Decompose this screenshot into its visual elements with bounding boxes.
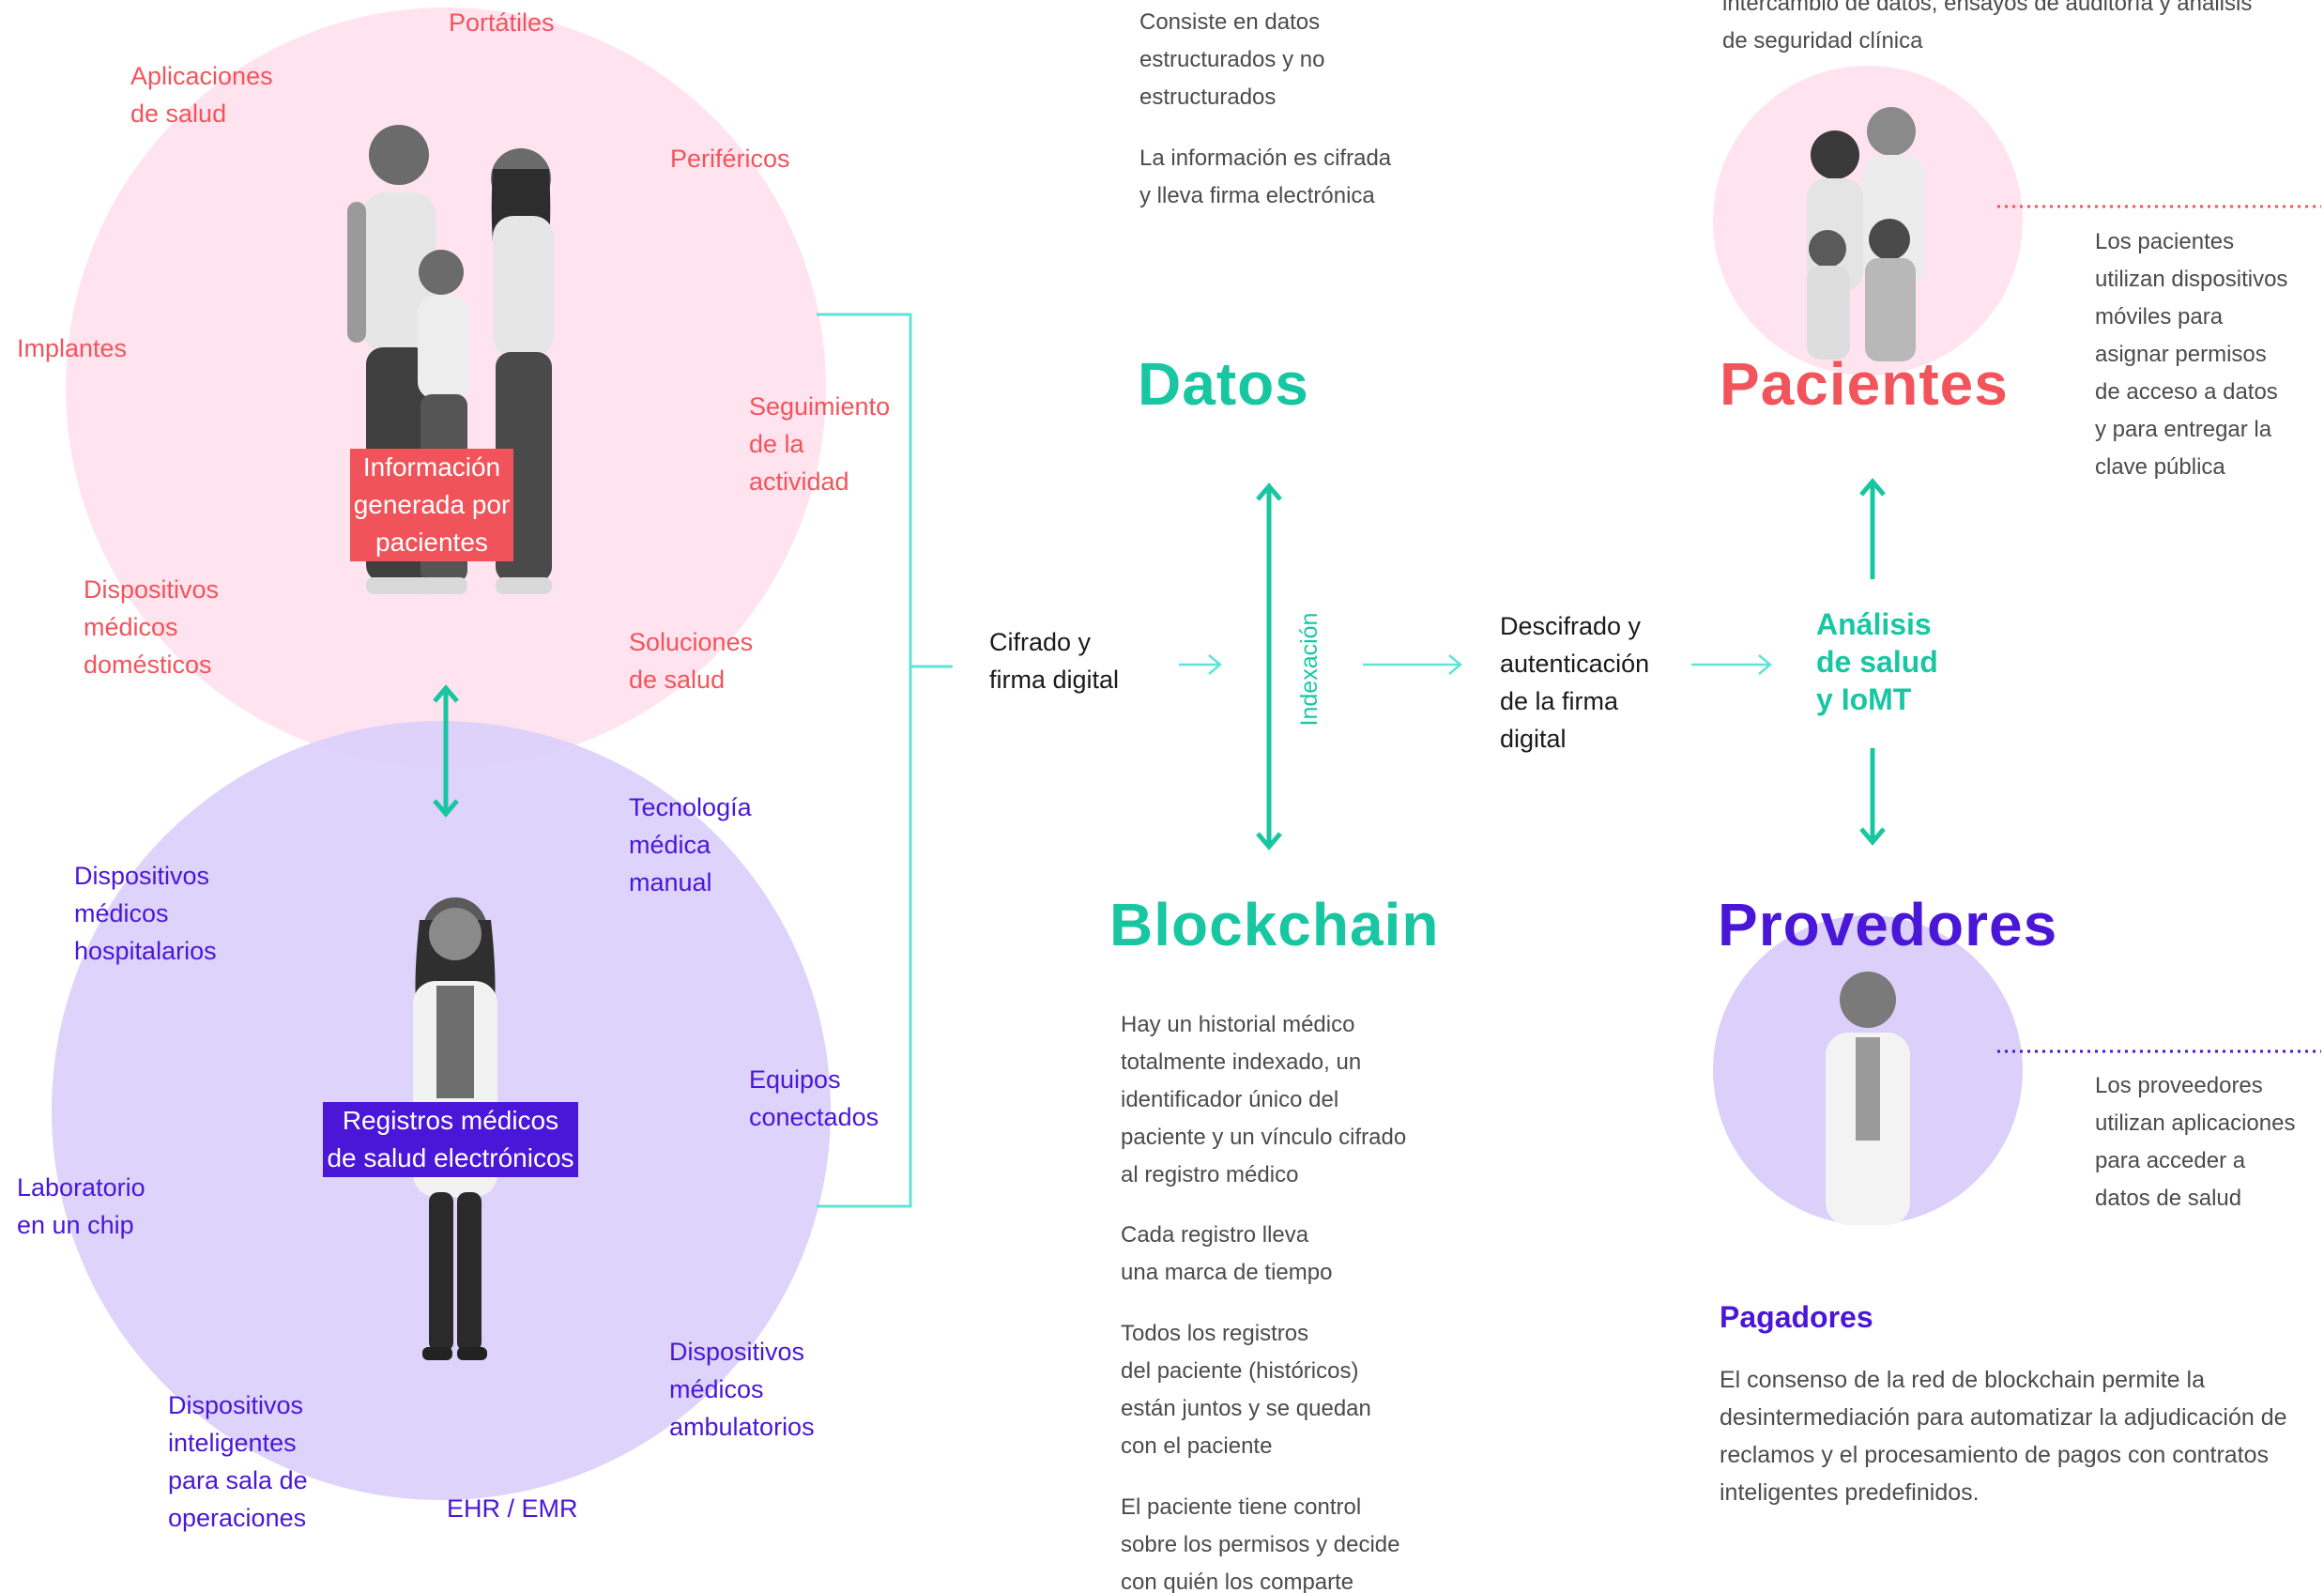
pagadores-text: El consenso de la red de blockchain perm… xyxy=(1720,1367,2287,1506)
arrow-right-1 xyxy=(1179,654,1222,675)
label-perifericos: Periféricos xyxy=(670,145,790,173)
blockchain-title: Blockchain xyxy=(1109,891,1440,958)
electronic-records-center-label: Registros médicos de salud electrónicos xyxy=(300,1102,601,1177)
label-dispositivos-sala-operaciones: Dispositivos inteligentes para sala de o… xyxy=(168,1391,308,1532)
label-cifrado-firma: Cifrado y firma digital xyxy=(989,628,1120,694)
datos-note-structure: Consiste en datos estructurados y no est… xyxy=(1139,9,1325,110)
label-ehr-emr: EHR / EMR xyxy=(447,1494,578,1523)
pacientes-title: Pacientes xyxy=(1720,350,2009,418)
pacientes-dotted-line xyxy=(1997,205,2321,208)
proveedores-note: Los proveedores utilizan aplicaciones pa… xyxy=(2095,1073,2296,1211)
arrow-up-pacientes xyxy=(1859,478,1886,579)
arrow-right-3 xyxy=(1691,654,1772,675)
patient-info-center-label: Información generada por pacientes xyxy=(324,449,540,561)
bracket-connector xyxy=(817,313,953,1208)
arrow-down-proveedores xyxy=(1859,748,1886,846)
label-descifrado: Descifrado y autenticación de la firma d… xyxy=(1500,612,1650,753)
pacientes-family-photo xyxy=(1807,107,1924,361)
label-seguimiento-actividad: Seguimiento de la actividad xyxy=(749,392,891,496)
label-analisis-salud-iomt: Análisis de salud y IoMT xyxy=(1816,607,1938,716)
label-implantes: Implantes xyxy=(17,334,128,362)
label-dispositivos-hospitalarios: Dispositivos médicos hospitalarios xyxy=(74,862,217,965)
arrow-right-2 xyxy=(1363,654,1462,675)
blockchain-note-timestamp: Cada registro lleva una marca de tiempo xyxy=(1121,1222,1333,1285)
blockchain-note-history: Hay un historial médico totalmente index… xyxy=(1121,1012,1407,1187)
pacientes-note: Los pacientes utilizan dispositivos móvi… xyxy=(2095,229,2288,480)
proveedores-dotted-line xyxy=(1997,1049,2321,1053)
datos-note-encryption: La información es cifrada y lleva firma … xyxy=(1139,146,1392,208)
pacientes-top-text: intercambio de datos, ensayos de auditor… xyxy=(1722,0,2253,54)
pagadores-title: Pagadores xyxy=(1720,1300,1873,1334)
label-soluciones-de-salud: Soluciones de salud xyxy=(629,628,754,694)
label-dispositivos-domesticos: Dispositivos médicos domésticos xyxy=(84,575,220,679)
label-dispositivos-ambulatorios: Dispositivos médicos ambulatorios xyxy=(669,1338,815,1441)
datos-blockchain-double-arrow xyxy=(1256,482,1282,850)
blockchain-note-records: Todos los registros del paciente (histór… xyxy=(1121,1321,1371,1459)
label-tecnologia-manual: Tecnología médica manual xyxy=(629,793,752,896)
label-equipos-conectados: Equipos conectados xyxy=(749,1065,879,1131)
label-indexacion: Indexación xyxy=(1296,612,1323,727)
datos-title: Datos xyxy=(1138,350,1309,418)
label-portatiles: Portátiles xyxy=(449,8,555,37)
circles-double-arrow xyxy=(433,684,459,818)
doctor-photo xyxy=(413,897,497,1360)
blockchain-note-permissions: El paciente tiene control sobre los perm… xyxy=(1121,1494,1400,1593)
proveedores-doctor-photo xyxy=(1826,972,1910,1225)
label-aplicaciones-de-salud: Aplicaciones de salud xyxy=(130,62,273,128)
label-laboratorio-chip: Laboratorio en un chip xyxy=(17,1173,145,1239)
proveedores-title: Provedores xyxy=(1718,891,2058,958)
